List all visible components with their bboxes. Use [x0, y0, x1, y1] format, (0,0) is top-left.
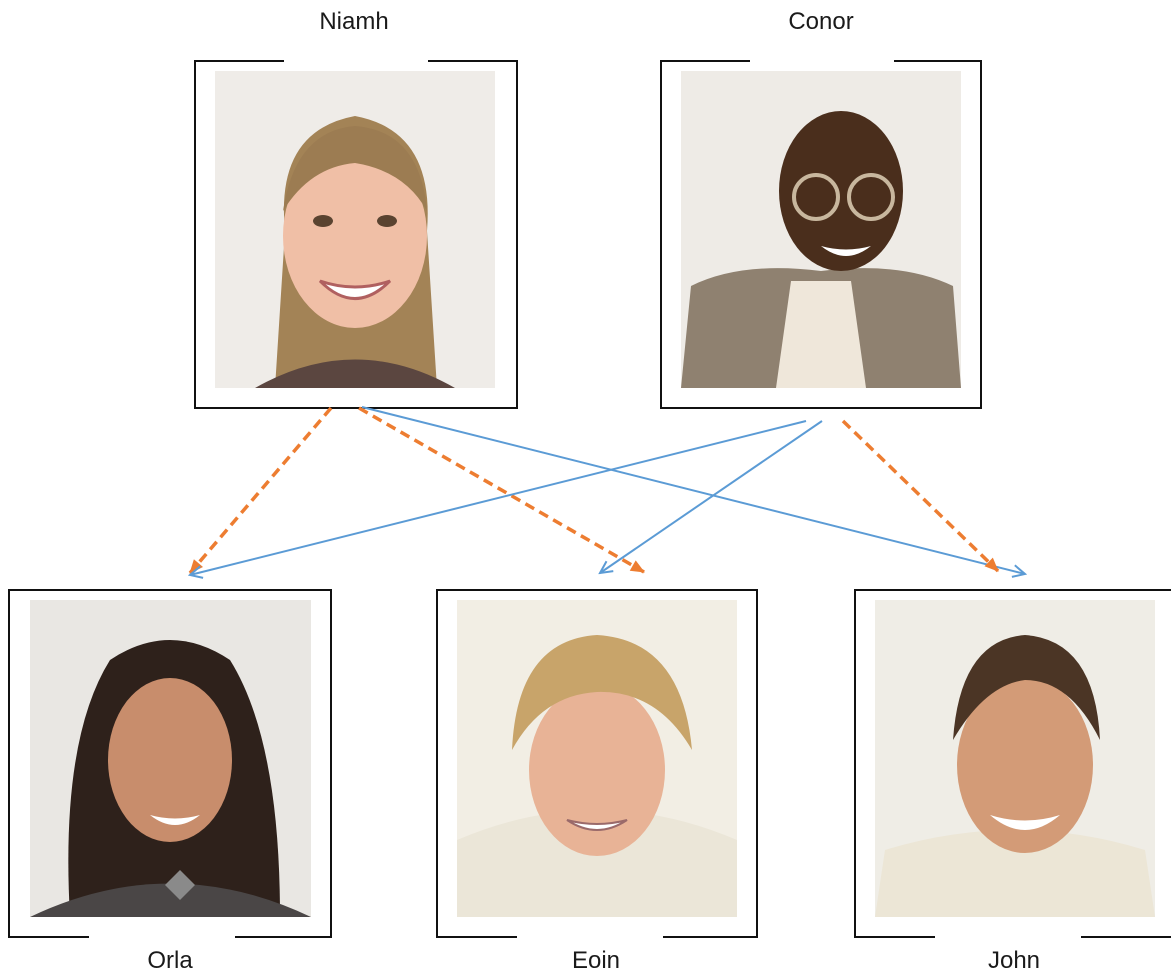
portrait-niamh [215, 71, 495, 388]
portrait-john [875, 600, 1155, 917]
portrait-eoin [457, 600, 737, 917]
portrait-orla [30, 600, 311, 917]
portrait-conor [681, 71, 961, 388]
arrow-conor-john [841, 419, 1000, 573]
arrow-niamh-orla [188, 406, 333, 575]
arrow-conor-eoin [600, 420, 823, 573]
child-name-eoin: Eoin [571, 947, 621, 974]
parent-name-conor: Conor [788, 8, 854, 35]
arrow-niamh-eoin [358, 406, 645, 574]
child-name-orla: Orla [147, 947, 193, 974]
arrow-niamh-john [361, 406, 1025, 574]
arrow-conor-orla [190, 420, 807, 575]
child-name-john: John [987, 947, 1041, 974]
parent-name-niamh: Niamh [319, 8, 389, 35]
